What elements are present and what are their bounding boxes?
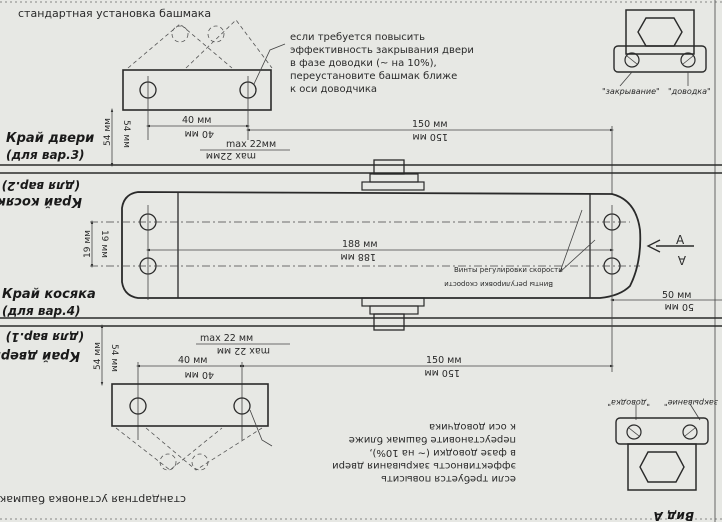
mid-dim-188-label-flipped: 188 мм	[341, 251, 377, 262]
bottom-dim-54-label-flipped: 54 мм	[109, 344, 119, 372]
bottom-note-line-5: к оси доводчика	[429, 421, 516, 432]
top-outline-circle-2	[207, 25, 225, 43]
mid-dim-19-label: 19 мм	[83, 230, 93, 258]
view-a-title-flipped: Вид А	[653, 509, 694, 522]
top-standard-position-outline	[127, 23, 233, 69]
top-dim-150-label: 150 мм	[412, 119, 448, 130]
bottom-dim-max22-label: max 22 мм	[200, 333, 253, 344]
view-top-latching-label: "доводка"	[668, 87, 711, 96]
view-a-marker: A	[676, 233, 685, 247]
speed-screws-label: Винты регулировки скорости	[454, 266, 563, 274]
bottom-dim-max22-label-flipped: max 22 мм	[217, 345, 270, 356]
bottom-outline-circle-1	[159, 453, 177, 471]
bottom-standard-label-flipped: стандартная установка башмака	[0, 493, 186, 506]
top-dim-40-label-flipped: 40 мм	[185, 128, 214, 139]
bottom-note-line-4: переустановите башмак ближе	[349, 434, 516, 445]
bottom-note-flipped: если требуется повысить эффективность за…	[332, 421, 516, 484]
top-note-line-4: переустановите башмак ближе	[290, 71, 457, 82]
mid-dim-50-label: 50 мм	[662, 290, 691, 301]
bottom-outline-circle-2	[191, 453, 209, 471]
door-edge-var3-subtitle: (для вар.3)	[6, 148, 85, 162]
frame-edge-var4-subtitle: (для вар.4)	[2, 304, 81, 318]
top-shoe-plate	[122, 69, 272, 111]
hex-shaft-top	[637, 17, 683, 47]
view-bottom-screw-left	[626, 424, 642, 440]
bottom-note-line-1: если требуется повысить	[381, 473, 516, 484]
closer-bottom-shaft	[373, 313, 405, 331]
bottom-note-line-2: эффективность закрывания двери	[332, 460, 516, 471]
mid-dim-50-label-flipped: 50 мм	[665, 301, 694, 312]
bottom-standard-position-outline	[115, 427, 223, 471]
speed-screws-label-flipped: Винты регулировки скорости	[444, 280, 553, 288]
top-shoe-section: стандартная установка башмака если требу…	[0, 7, 614, 209]
view-bottom-screw-right	[682, 424, 698, 440]
view-top-closing-label: "закрывание"	[602, 87, 660, 96]
door-edge-var1-subtitle: (для вар.1)	[5, 330, 84, 344]
bottom-shoe-section: (для вар.1) Край двери max 22 мм max 22 …	[0, 300, 614, 506]
top-alt-position-outline	[185, 19, 273, 69]
view-a-bottom: "доводка" закрывание" Вид А	[607, 398, 718, 522]
top-dim-max22-label-flipped: max 22мм	[206, 150, 256, 161]
bottom-dim-40-label: 40 мм	[178, 355, 207, 366]
bottom-dim-54-label: 54 мм	[93, 342, 103, 370]
view-a-marker-flipped: A	[677, 253, 686, 267]
view-bottom-latching-label: "доводка"	[607, 398, 650, 407]
closer-top-shaft	[373, 159, 405, 175]
top-dim-40-label: 40 мм	[182, 115, 211, 126]
hex-shaft-bottom	[639, 451, 685, 483]
bottom-dim-40-label-flipped: 40 мм	[185, 369, 214, 380]
edge-lines	[0, 164, 722, 327]
bottom-dim-150-label-flipped: 150 мм	[425, 367, 461, 378]
top-standard-label: стандартная установка башмака	[18, 7, 211, 20]
view-a-top: "закрывание" "доводка"	[602, 9, 711, 96]
bottom-shoe-hole-2	[233, 397, 251, 415]
view-bottom-closing-label: закрывание"	[664, 398, 718, 407]
frame-edge-var4-title: Край косяка	[2, 287, 96, 302]
top-dim-54-label-flipped: 54 мм	[121, 120, 131, 148]
closer-body-section: 19 мм 19 мм 188 мм 188 мм Винты регулиро…	[2, 159, 722, 331]
top-note-line-2: эффективность закрывания двери	[290, 45, 474, 56]
top-note-line-3: в фазе доводки (~ на 10%),	[290, 58, 437, 69]
view-top-screw-right	[680, 52, 696, 68]
top-outline-circle-1	[171, 25, 189, 43]
top-dim-150-label-flipped: 150 мм	[413, 131, 449, 142]
closer-body-outline	[121, 191, 642, 299]
top-note-line-5: к оси доводчика	[290, 84, 377, 95]
bottom-shoe-plate	[111, 383, 269, 427]
bottom-shoe-hole-1	[129, 397, 147, 415]
top-dim-max22-label: max 22мм	[226, 139, 276, 150]
top-dim-54-label: 54 мм	[103, 118, 113, 146]
bottom-note-line-3: в фазе доводки (~ на 10%),	[369, 447, 516, 458]
frame-edge-var2-subtitle: (для вар.2)	[1, 179, 80, 193]
bottom-alt-position-outline	[145, 427, 263, 471]
frame-edge-var2-title: Край косяка	[0, 194, 82, 209]
door-edge-var3-title: Край двери	[6, 131, 94, 146]
view-top-screw-left	[624, 52, 640, 68]
top-note-line-1: если требуется повысить	[290, 32, 425, 43]
mid-dim-19-label-flipped: 19 мм	[99, 230, 109, 258]
bottom-dim-150-label: 150 мм	[426, 355, 462, 366]
mid-dim-188-label: 188 мм	[342, 239, 378, 250]
door-edge-var1-title: Край двери	[0, 348, 80, 363]
